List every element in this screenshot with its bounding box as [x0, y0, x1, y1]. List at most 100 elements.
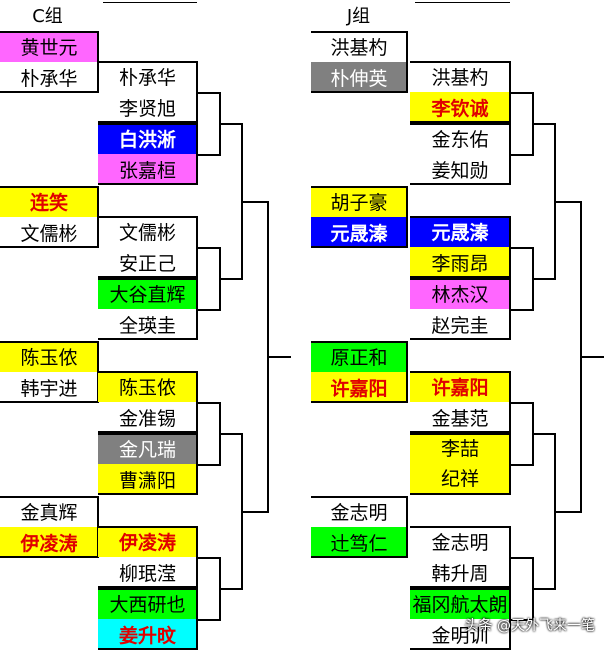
- r2-connector: [510, 557, 532, 559]
- round1-player: 李雨昂: [410, 247, 510, 278]
- round1-pair-bracket-bottom: [98, 431, 197, 433]
- r2-connector: [197, 247, 219, 249]
- final-connector: [241, 201, 267, 203]
- seed-pair-bracket-bottom: [0, 246, 98, 248]
- round1-player: 白洪淅: [98, 123, 197, 154]
- group-title: C组: [32, 6, 63, 27]
- final-connector: [241, 511, 267, 513]
- round1-player: 赵完圭: [431, 315, 489, 337]
- header-rule: [103, 2, 197, 3]
- round1-player: 文儒彬: [118, 222, 176, 244]
- round1-player: 金准锡: [118, 408, 176, 430]
- seed-player: 洪基杓: [330, 37, 388, 59]
- seed-pair-bracket-top: [0, 31, 98, 33]
- seed-player: 朴承华: [20, 68, 78, 90]
- round1-player: 金凡瑞: [98, 433, 197, 464]
- r2-connector: [510, 92, 532, 94]
- seed-player: 金真辉: [20, 502, 78, 524]
- round1-pair-bracket-top: [410, 278, 510, 280]
- seed-player: 伊凌涛: [0, 527, 98, 558]
- round1-pair-bracket-top: [410, 588, 510, 590]
- seed-player: 连笑: [0, 186, 98, 217]
- round1-player: 姜知勋: [431, 160, 489, 182]
- seed-pair-bracket-top: [0, 186, 98, 188]
- round1-player: 金志明: [431, 532, 489, 554]
- r2-connector: [510, 464, 532, 466]
- round1-player: 伊凌涛: [98, 526, 197, 557]
- round1-pair-bracket-top: [98, 278, 197, 280]
- round1-player: 全瑛圭: [118, 315, 176, 337]
- round1-pair-bracket-top: [410, 371, 510, 373]
- round1-player: 柳珉滢: [118, 563, 176, 585]
- round1-player: 大谷直辉: [98, 278, 197, 309]
- r2-connector: [197, 92, 219, 94]
- r3-connector: [532, 278, 554, 280]
- round1-pair-bracket-bottom: [410, 648, 510, 650]
- round1-player: 洪基杓: [431, 67, 489, 89]
- seed-pair-bracket-bottom: [311, 246, 407, 248]
- round1-player: 张嘉桓: [98, 154, 197, 185]
- r3-connector: [219, 123, 241, 125]
- seed-pair-bracket-right: [406, 31, 408, 93]
- round1-player: 福冈航太朗: [410, 588, 510, 619]
- r3-connector: [219, 588, 241, 590]
- round1-pair-bracket-top: [98, 123, 197, 125]
- round1-pair-bracket-top: [98, 588, 197, 590]
- round1-pair-bracket-bottom: [410, 338, 510, 340]
- header-rule: [415, 2, 510, 3]
- round1-pair-bracket-top: [410, 433, 510, 435]
- final-connector: [554, 511, 580, 513]
- seed-pair-bracket-bottom: [311, 556, 407, 558]
- r2-connector: [510, 247, 532, 249]
- round1-pair-bracket-bottom: [98, 183, 197, 185]
- seed-player: 许嘉阳: [311, 372, 407, 403]
- round1-player: 韩升周: [431, 563, 489, 585]
- player-name: 纪祥: [440, 468, 479, 490]
- round1-player: 姜升旼: [98, 619, 197, 650]
- r2-connector: [510, 402, 532, 404]
- player-name: 李喆: [440, 438, 479, 460]
- seed-pair-bracket-right: [406, 341, 408, 403]
- seed-player: 金志明: [330, 502, 388, 524]
- round1-pair-bracket-bottom: [98, 276, 197, 278]
- seed-player: 韩宇进: [20, 378, 78, 400]
- round1-player: 金明训: [431, 625, 489, 647]
- r2-connector: [197, 154, 219, 156]
- group-title: J组: [346, 6, 371, 27]
- seed-pair-bracket-top: [311, 186, 407, 188]
- r3-connector: [219, 433, 241, 435]
- round1-player: 曹潇阳: [98, 464, 197, 495]
- seed-pair-bracket-bottom: [311, 401, 407, 403]
- seed-player: 胡子豪: [311, 186, 407, 217]
- round1-player: 金东佑: [431, 129, 489, 151]
- round1-pair-bracket-top: [98, 433, 197, 435]
- round1-player: 李贤旭: [118, 98, 176, 120]
- seed-player: 朴伸英: [311, 62, 407, 93]
- final-connector: [554, 201, 580, 203]
- round1-player: 大西研也: [98, 588, 197, 619]
- round1-player: 林杰汉: [410, 278, 510, 309]
- seed-player: 陈玉侬: [0, 341, 98, 372]
- r3-connector: [532, 123, 554, 125]
- round1-player: 李钦诚: [410, 92, 510, 123]
- seed-pair-bracket-top: [0, 341, 98, 343]
- round1-pair-bracket-bottom: [410, 276, 510, 278]
- watermark: 头条 @天外飞来一笔: [464, 618, 595, 634]
- round1-player: 朴承华: [118, 67, 176, 89]
- round1-pair-bracket-top: [410, 216, 510, 218]
- round1-pair-bracket-bottom: [410, 183, 510, 185]
- seed-pair-bracket-right: [406, 186, 408, 248]
- r2-connector: [197, 557, 219, 559]
- round1-pair-bracket-bottom: [410, 431, 510, 433]
- r2-connector: [197, 309, 219, 311]
- r2-connector: [197, 402, 219, 404]
- r2-connector: [197, 619, 219, 621]
- seed-pair-bracket-bottom: [311, 91, 407, 93]
- merged-player-cell: 李喆纪祥: [410, 433, 510, 495]
- r2-connector: [510, 309, 532, 311]
- r2-connector: [197, 464, 219, 466]
- round1-pair-bracket-top: [98, 216, 197, 218]
- round1-pair-bracket-bottom: [98, 586, 197, 588]
- round1-pair-bracket-bottom: [410, 586, 510, 588]
- round1-player: 许嘉阳: [410, 371, 510, 402]
